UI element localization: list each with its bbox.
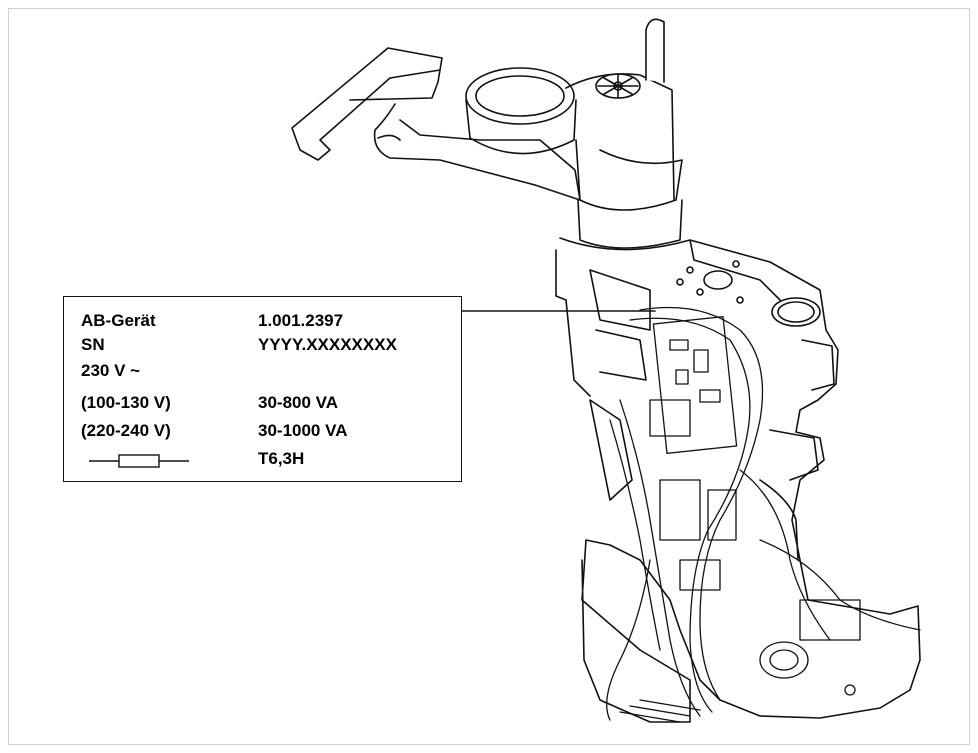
spittoon-bowl [465, 18, 683, 249]
voltage-label: 230 V ~ [81, 361, 141, 380]
serial-number: YYYY.XXXXXXXX [258, 335, 397, 354]
device-label: AB-Gerät [81, 311, 156, 330]
serial-label: SN [81, 335, 105, 354]
fuse-symbol-icon [89, 454, 189, 468]
electronics [606, 306, 921, 723]
device-number: 1.001.2397 [258, 311, 344, 330]
power-range-low: 30-800 VA [258, 393, 339, 412]
voltage-range-high: (220-240 V) [81, 421, 171, 440]
instrument-tray-arm [291, 47, 581, 201]
fuse-rating: T6,3H [258, 449, 305, 468]
rating-plate-label: AB-Gerät 1.001.2397 SN YYYY.XXXXXXXX 230… [63, 296, 462, 482]
power-range-high: 30-1000 VA [258, 421, 348, 440]
unit-body [555, 237, 921, 723]
voltage-range-low: (100-130 V) [81, 393, 171, 412]
